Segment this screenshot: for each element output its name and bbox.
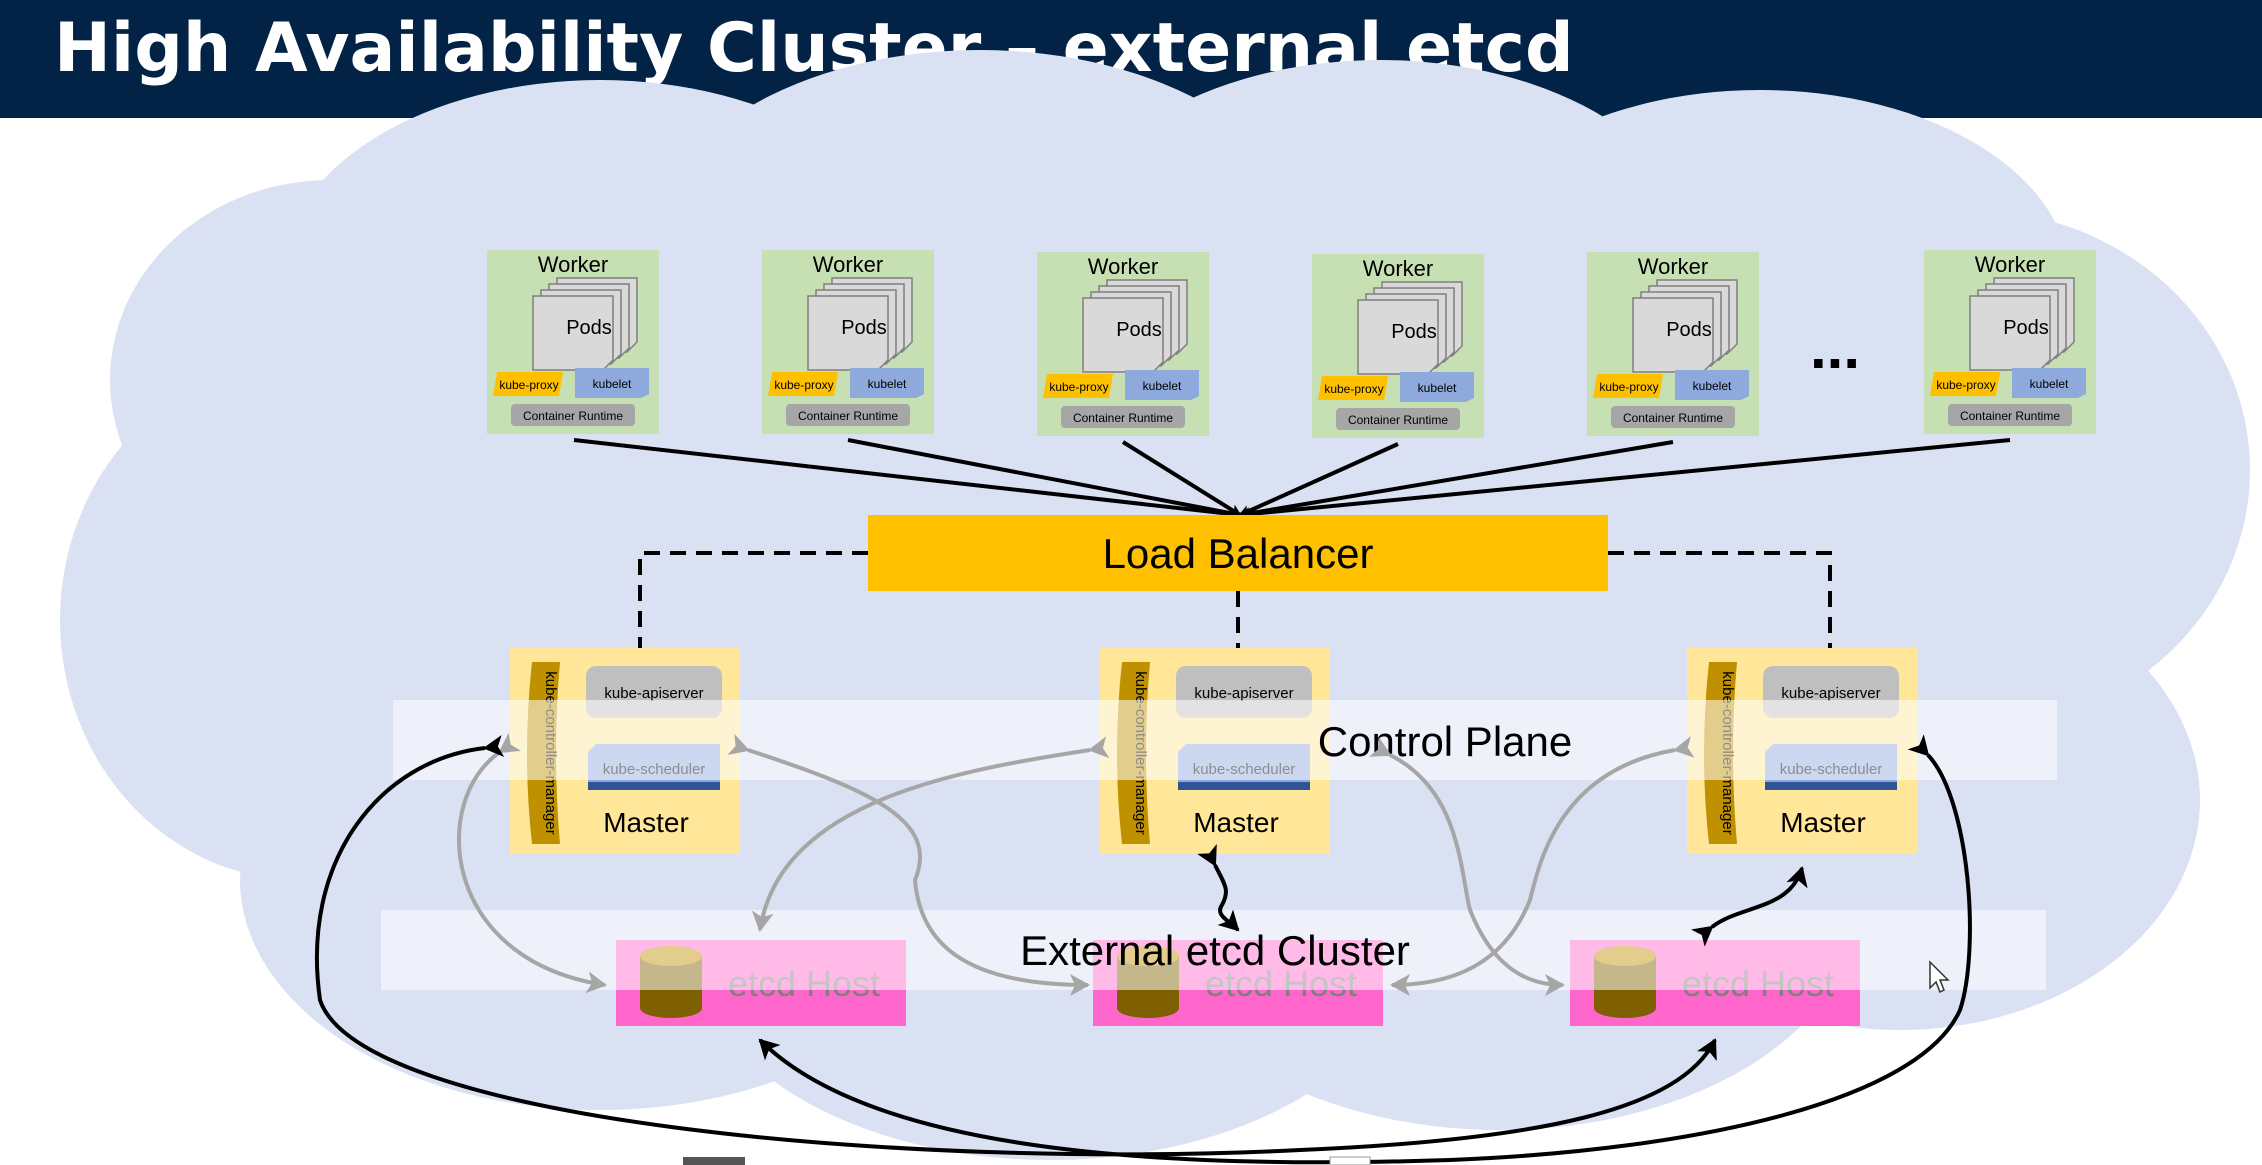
pods-stack-icon (1082, 279, 1188, 373)
control-plane-band (393, 700, 2057, 780)
kube-proxy-label: kube-proxy (499, 378, 558, 392)
pods-label: Pods (1116, 319, 1162, 341)
worker-title: Worker (538, 252, 609, 277)
pods-stack-icon (532, 277, 638, 371)
pods-stack-icon (1632, 279, 1738, 373)
kube-apiserver-label: kube-apiserver (1194, 685, 1293, 702)
kubelet-label: kubelet (593, 377, 632, 391)
master-title: Master (603, 807, 689, 838)
kubelet-label: kubelet (1143, 379, 1182, 393)
black-connections (314, 734, 1972, 1165)
kube-apiserver-label: kube-apiserver (1781, 685, 1880, 702)
container-runtime-label: Container Runtime (798, 409, 898, 423)
kube-proxy-label: kube-proxy (774, 378, 833, 392)
container-runtime-label: Container Runtime (1348, 413, 1448, 427)
pods-stack-icon (807, 277, 913, 371)
container-runtime-label: Container Runtime (1073, 411, 1173, 425)
worker-title: Worker (1088, 254, 1159, 279)
load-balancer-label: Load Balancer (1103, 530, 1374, 577)
pods-label: Pods (2003, 317, 2049, 339)
worker-title: Worker (1975, 252, 2046, 277)
etcd-cluster-label: External etcd Cluster (1020, 927, 1410, 974)
kubelet-label: kubelet (1418, 381, 1457, 395)
pods-label: Pods (1666, 319, 1712, 341)
pods-label: Pods (841, 317, 887, 339)
pods-stack-icon (1357, 281, 1463, 375)
worker-title: Worker (813, 252, 884, 277)
master-title: Master (1193, 807, 1279, 838)
control-plane-label: Control Plane (1318, 718, 1572, 765)
kube-proxy-label: kube-proxy (1049, 380, 1108, 394)
partial-bottom-icon-2 (1329, 1156, 1371, 1165)
pods-stack-icon (1969, 277, 2075, 371)
master-title: Master (1780, 807, 1866, 838)
container-runtime-label: Container Runtime (1623, 411, 1723, 425)
pods-label: Pods (1391, 321, 1437, 343)
kube-proxy-label: kube-proxy (1936, 378, 1995, 392)
worker-connections (573, 438, 2011, 521)
kubelet-label: kubelet (1693, 379, 1732, 393)
container-runtime-label: Container Runtime (1960, 409, 2060, 423)
kube-proxy-label: kube-proxy (1599, 380, 1658, 394)
load-balancer: Load Balancer (868, 515, 1608, 591)
kube-proxy-label: kube-proxy (1324, 382, 1383, 396)
worker-title: Worker (1638, 254, 1709, 279)
container-runtime-label: Container Runtime (523, 409, 623, 423)
kubelet-label: kubelet (2030, 377, 2069, 391)
mouse-cursor-icon (1929, 960, 1950, 994)
more-workers-ellipsis: ... (1810, 314, 1860, 381)
worker-title: Worker (1363, 256, 1434, 281)
partial-bottom-icon (683, 1157, 745, 1165)
kube-apiserver-label: kube-apiserver (604, 685, 703, 702)
pods-label: Pods (566, 317, 612, 339)
kubelet-label: kubelet (868, 377, 907, 391)
